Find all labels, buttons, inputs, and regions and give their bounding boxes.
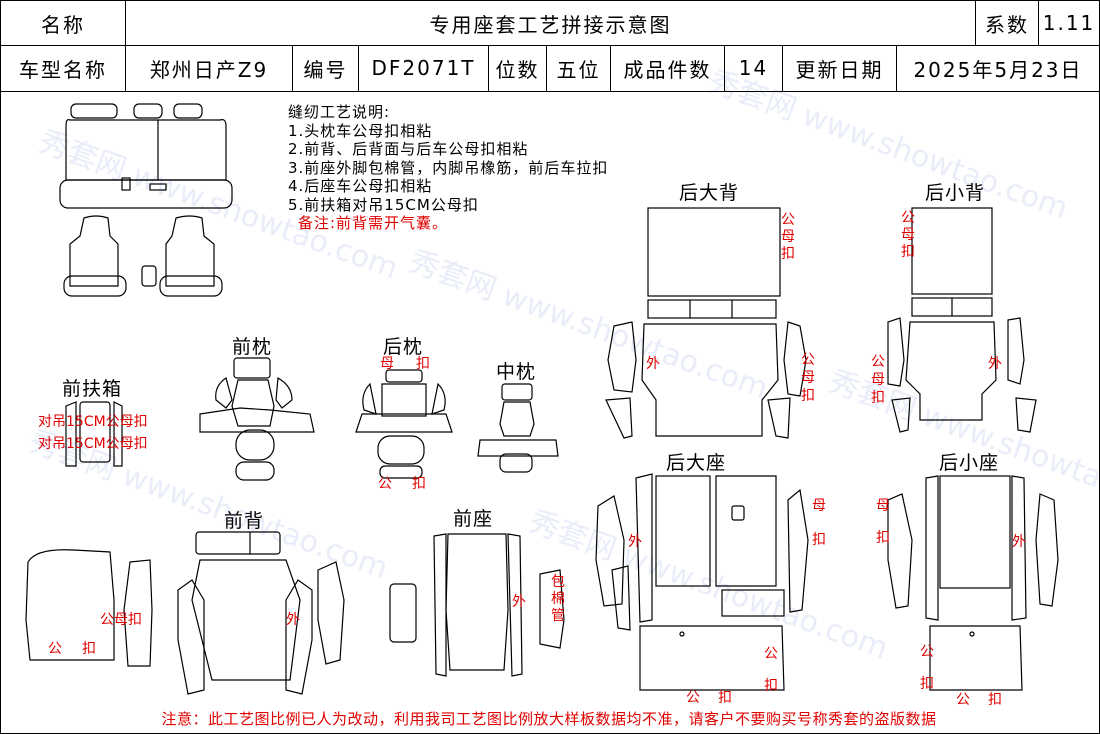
rh-mu: 母	[380, 356, 394, 372]
rh-kou: 扣	[412, 476, 426, 492]
notes-remark: 备注:前背需开气囊。	[298, 214, 449, 232]
rbb-mu: 母	[781, 229, 795, 245]
rbs-kou: 扣	[812, 532, 826, 548]
section-mid-headrest: 中枕	[496, 361, 537, 383]
note-item: 1.头枕车公母扣相粘	[288, 121, 433, 140]
front-seat-pieces	[389, 533, 565, 677]
rss-mu: 母	[876, 498, 890, 514]
armrest-note: 对吊15CM公母扣	[38, 414, 148, 430]
note-item: 4.后座车公母扣相粘	[288, 177, 433, 195]
rear-big-back-pieces	[605, 207, 807, 439]
rbb-kou: 扣	[781, 246, 795, 262]
pieces-label: 成品件数	[611, 45, 725, 91]
section-front-back: 前背	[224, 510, 265, 532]
seats-value: 五位	[547, 45, 611, 91]
fs-guan: 管	[551, 608, 565, 624]
front-armrest-pieces	[65, 401, 123, 467]
fb-kou: 扣	[82, 641, 96, 657]
rh-gong: 公	[378, 476, 392, 492]
code-value: DF2071T	[359, 45, 489, 91]
page-title: 专用座套工艺拼接示意图	[126, 1, 976, 45]
rbs-kou: 扣	[764, 678, 778, 694]
seats-label: 位数	[489, 45, 547, 91]
coef-value: 1.11	[1042, 11, 1096, 35]
rear-small-seat-pieces	[887, 475, 1059, 691]
rss-wai: 外	[1012, 534, 1026, 550]
mid-headrest-pieces	[477, 383, 559, 473]
section-rear-big-back: 后大背	[679, 182, 740, 204]
model-label: 车型名称	[1, 45, 126, 91]
rbb-mu: 母	[801, 370, 815, 386]
note-item: 5.前扶箱对吊15CM公母扣	[288, 195, 479, 214]
fs-mian: 棉	[551, 591, 565, 607]
rbb-wai: 外	[646, 356, 660, 372]
section-rear-headrest: 后枕	[383, 336, 424, 358]
rsb-gong: 公	[901, 210, 915, 226]
rss-gong: 公	[956, 692, 970, 708]
rss-gong: 公	[920, 644, 934, 660]
fb-gong: 公	[48, 641, 62, 657]
rsb-kou: 扣	[901, 244, 915, 260]
section-rear-big-seat: 后大座	[666, 452, 727, 474]
name-label: 名称	[1, 1, 126, 45]
rsb-wai: 外	[988, 356, 1002, 372]
footer-warning: 注意：此工艺图比例已人为改动，利用我司工艺图比例放大样板数据均不准，请客户不要购…	[161, 710, 937, 728]
note-item: 3.前座外脚包棉管，内脚吊橡筋，前后车拉扣	[288, 158, 609, 177]
rsb-mu: 母	[901, 227, 915, 243]
code-label: 编号	[293, 45, 359, 91]
armrest-note: 对吊15CM公母扣	[38, 436, 148, 452]
pieces-value: 14	[725, 45, 783, 91]
front-headrest-pieces	[199, 357, 315, 481]
coef-label: 系数	[976, 1, 1039, 45]
fs-bao: 包	[551, 574, 565, 590]
fs-wai: 外	[512, 594, 526, 610]
rss-kou: 扣	[876, 530, 890, 546]
rbs-wai: 外	[628, 534, 642, 550]
rbs-kou: 扣	[718, 690, 732, 706]
section-front-armrest: 前扶箱	[62, 378, 123, 400]
update-value: 2025年5月23日	[913, 57, 1083, 82]
section-rear-small-back: 后小背	[925, 182, 986, 204]
rbb-kou: 扣	[801, 388, 815, 404]
front-back-pieces	[25, 531, 345, 695]
car-seat-overview	[59, 103, 233, 297]
model-value: 郑州日产Z9	[126, 45, 293, 91]
update-label: 更新日期	[783, 45, 897, 91]
sewing-notes: 缝纫工艺说明: 1.头枕车公母扣相粘 2.前背、后背面与后车公母扣相粘 3.前座…	[288, 103, 608, 233]
rbb-gong: 公	[801, 352, 815, 368]
rsb-gong: 公	[871, 354, 885, 370]
rbs-gong: 公	[764, 646, 778, 662]
section-rear-small-seat: 后小座	[939, 452, 1000, 474]
fb-wai: 外	[286, 612, 300, 628]
section-front-headrest: 前枕	[232, 336, 273, 358]
rear-small-back-pieces	[887, 207, 1037, 433]
notes-title: 缝纫工艺说明:	[288, 103, 391, 121]
fb-gongmukou: 公母扣	[100, 612, 142, 628]
rh-kou: 扣	[416, 356, 430, 372]
rbb-gong: 公	[781, 212, 795, 228]
note-item: 2.前背、后背面与后车公母扣相粘	[288, 140, 529, 158]
section-front-seat: 前座	[453, 508, 494, 530]
rsb-mu: 母	[871, 372, 885, 388]
rbs-mu: 母	[812, 498, 826, 514]
rbs-gong: 公	[686, 690, 700, 706]
rear-headrest-pieces	[355, 369, 453, 479]
rear-big-seat-pieces	[595, 473, 809, 691]
rss-kou: 扣	[920, 676, 934, 692]
rsb-kou: 扣	[871, 390, 885, 406]
rss-kou: 扣	[988, 692, 1002, 708]
